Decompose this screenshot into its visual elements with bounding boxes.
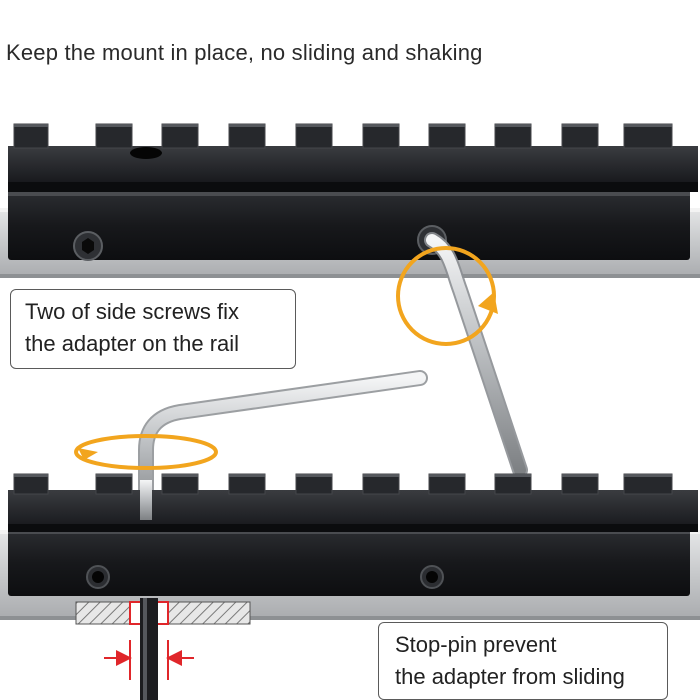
callout-stop-pin-line1: Stop-pin prevent	[395, 632, 557, 657]
callout-side-screws: Two of side screws fix the adapter on th…	[10, 289, 296, 369]
callout-stop-pin-line2: the adapter from sliding	[395, 664, 625, 689]
side-hole-left	[86, 565, 110, 589]
hex-key-icon	[424, 232, 528, 478]
callout-side-screws-line2: the adapter on the rail	[25, 331, 240, 356]
side-screw-left	[73, 231, 103, 261]
side-hole-right	[420, 565, 444, 589]
rotation-arrow-icon	[74, 434, 218, 470]
rotation-arrow-icon	[396, 246, 498, 346]
headline: Keep the mount in place, no sliding and …	[6, 40, 483, 65]
stop-pin-cross-section	[75, 598, 251, 700]
rail-mount-lower	[8, 473, 698, 596]
hex-key-icon	[138, 370, 428, 528]
rail-mount-upper	[8, 123, 698, 261]
callout-side-screws-line1: Two of side screws fix	[25, 299, 239, 324]
callout-stop-pin: Stop-pin prevent the adapter from slidin…	[378, 622, 668, 700]
